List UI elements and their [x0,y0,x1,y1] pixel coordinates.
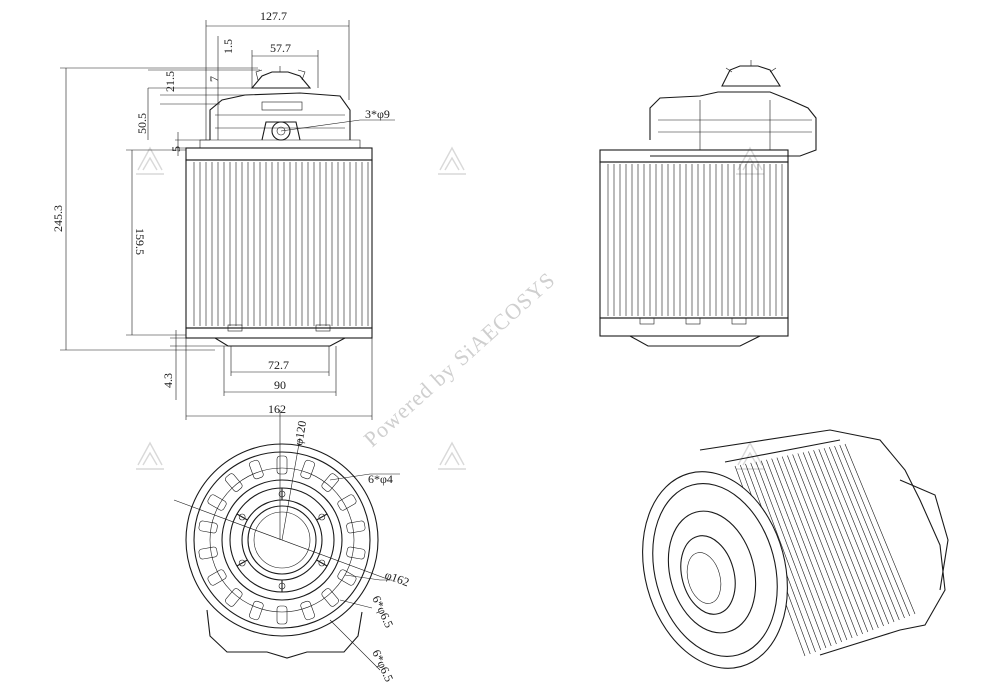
side-view [599,60,817,347]
logo-icon [736,146,764,175]
front-view [185,66,373,347]
dim-boss-diameter: 90 [274,378,286,392]
dim-gearbox-height: 50.5 [135,113,149,134]
watermark-text: Powered by SiAECOSYS [359,267,560,452]
end-dimension-lines [281,437,400,671]
dim-bolt-circle: φ120 [291,420,309,447]
dim-gear-width: 57.7 [270,41,291,55]
logo-icon [136,146,164,175]
logo-icon [438,441,466,470]
dim-shaft-diameter: 72.7 [268,358,289,372]
logo-icon [136,441,164,470]
dim-gear-offset: 7 [207,76,221,82]
front-dimension-lines [60,20,395,420]
dim-overall-width: 127.7 [260,9,287,23]
dim-step: 5 [169,146,183,152]
dim-base-offset: 4.3 [161,373,175,388]
dim-gear-height: 21.5 [163,71,177,92]
dim-total-height: 245.3 [51,205,65,232]
logo-icon [736,441,764,470]
dim-mount-holes: 3*φ9 [365,107,390,121]
cooling-fins [607,164,783,316]
cooling-fins [193,162,369,326]
dim-holes-4: 6*φ4 [368,472,393,486]
logo-icon [438,146,466,175]
dim-outer-diameter: φ162 [383,568,411,590]
spokes [236,488,328,592]
end-view [173,410,391,659]
dim-body-height: 159.5 [133,228,147,255]
dim-holes-6-5-a: 6*φ6.5 [369,593,396,630]
isometric-view [642,429,949,669]
dimension-labels: 127.7 1.5 57.7 7 21.5 50.5 3*φ9 5 245.3 … [51,9,411,684]
dim-holes-6-5-b: 6*φ6.5 [369,647,396,684]
dim-body-diameter: 162 [268,402,286,416]
watermark-logos [136,146,764,470]
vent-slots [198,455,366,625]
dim-flange-offset: 1.5 [221,39,235,54]
